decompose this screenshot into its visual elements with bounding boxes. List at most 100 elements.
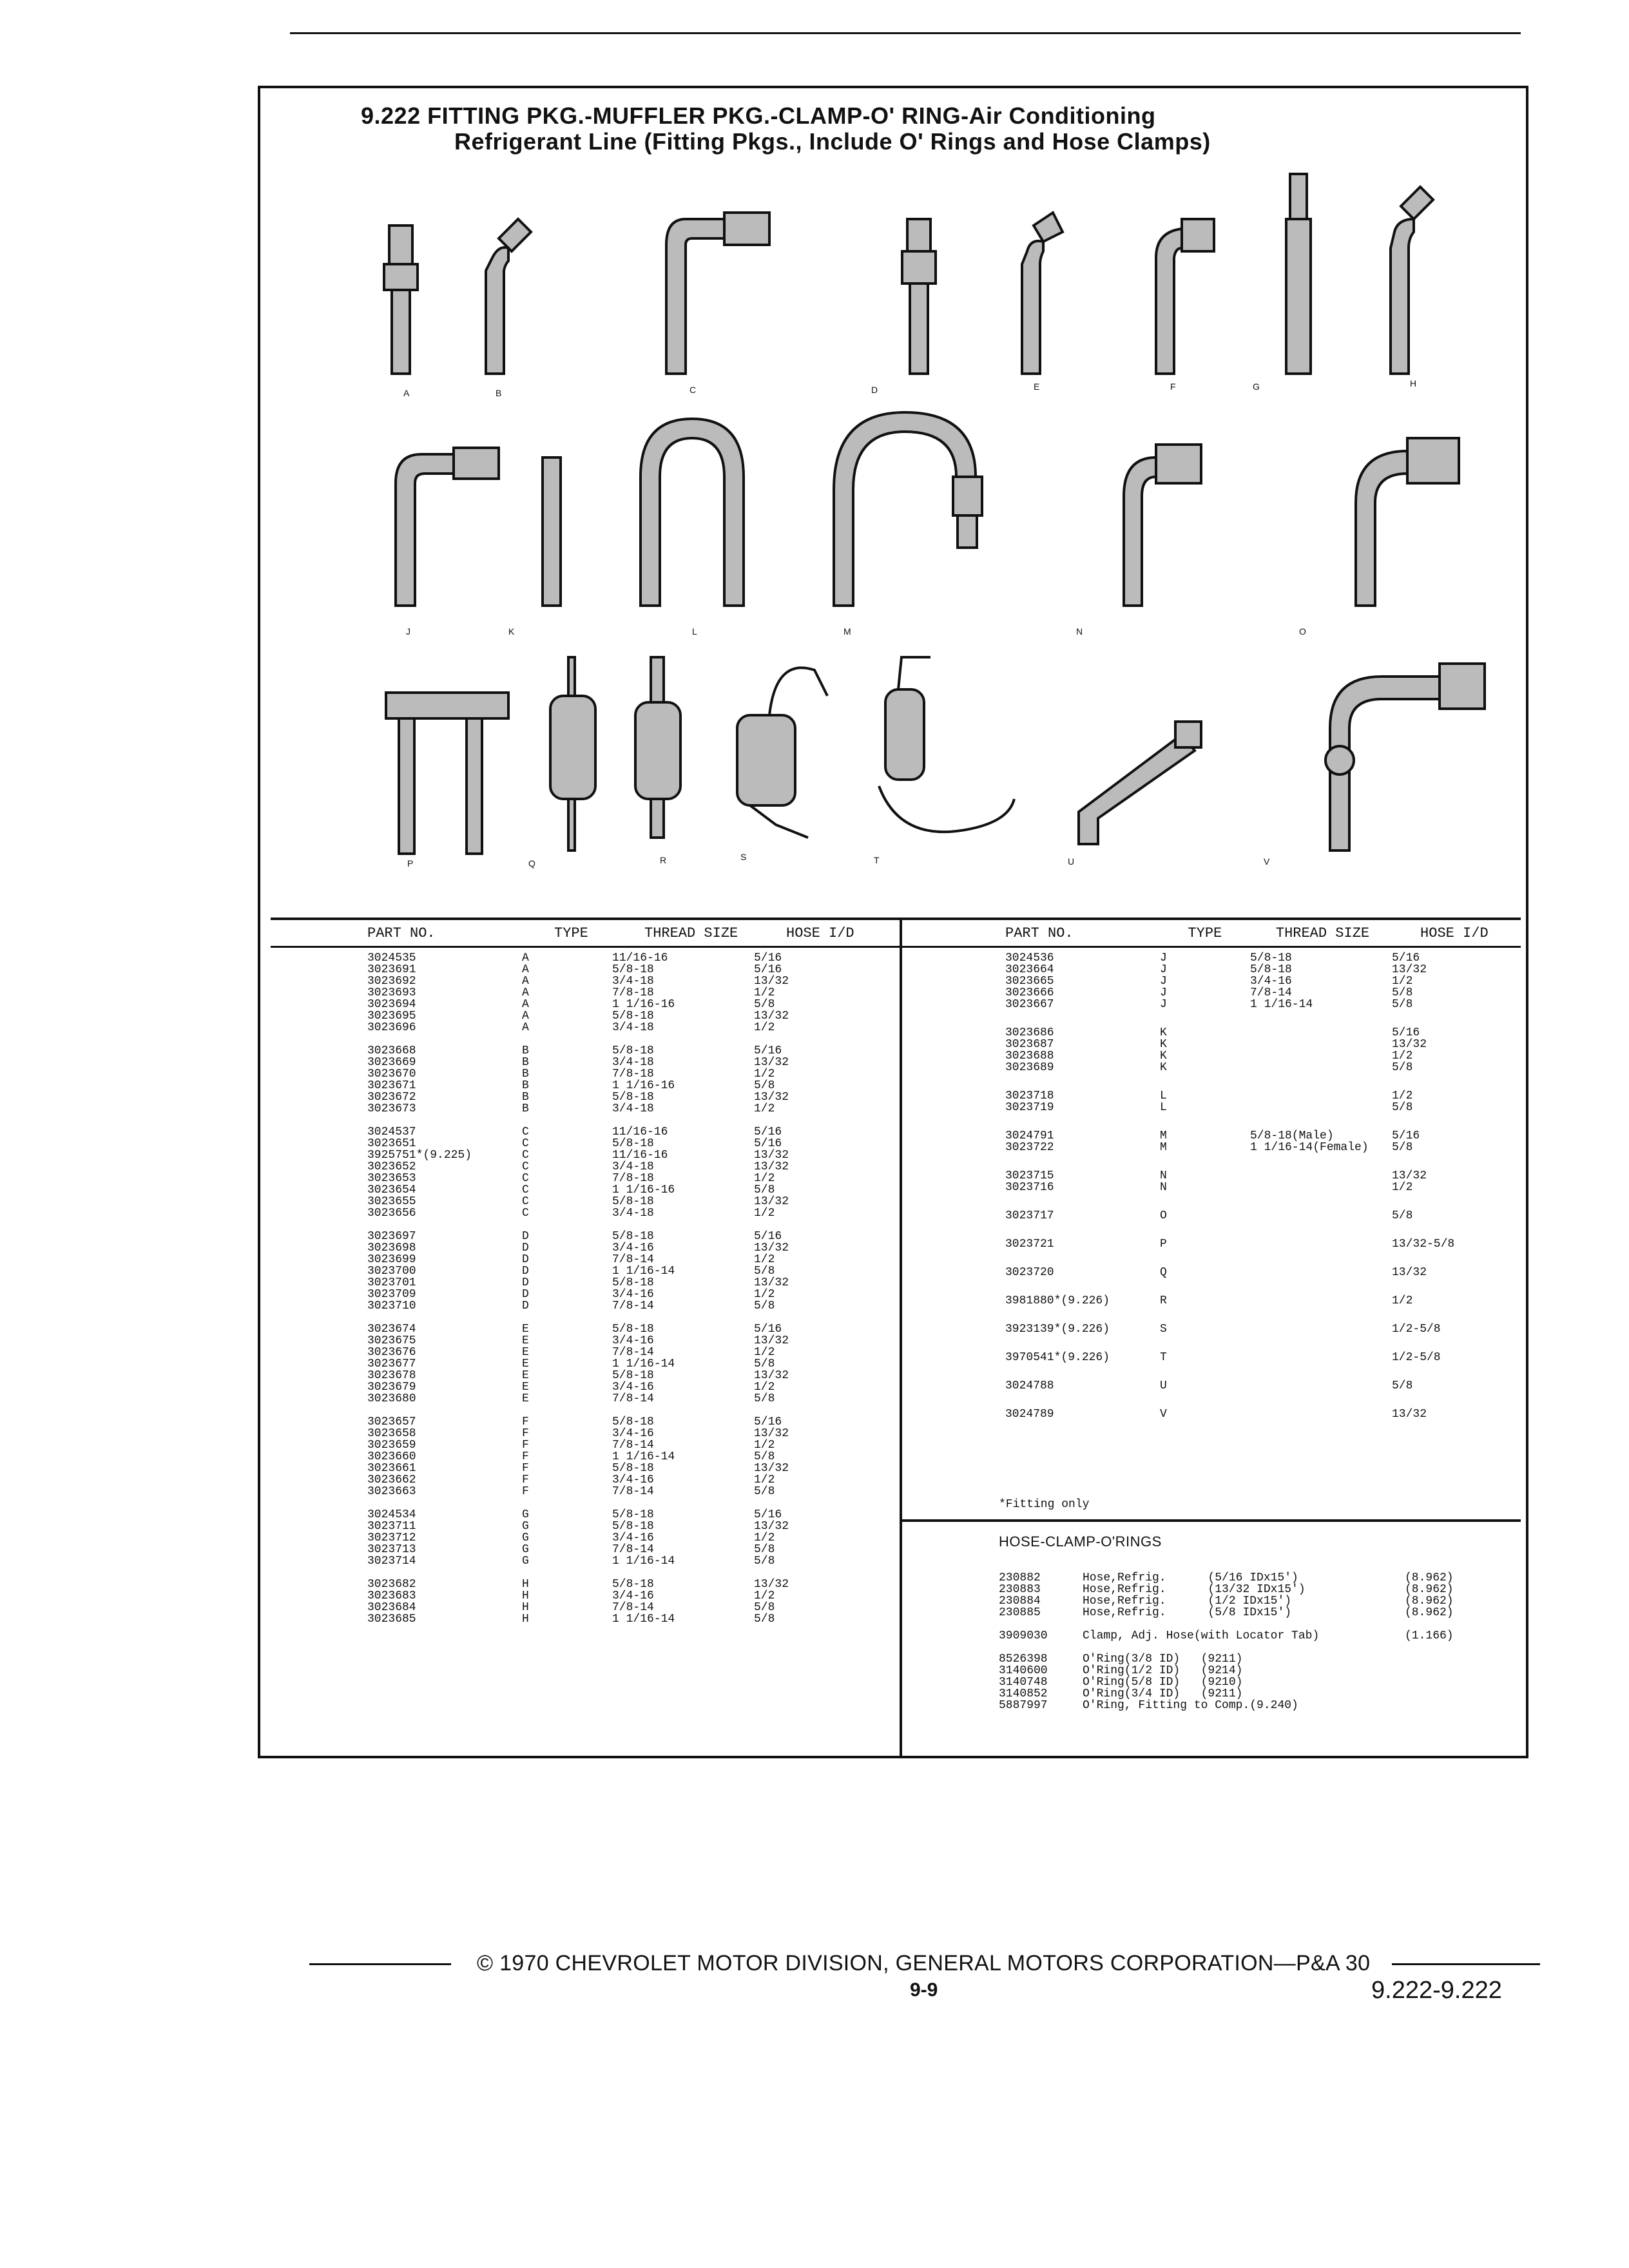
label-p: P (407, 858, 413, 869)
group-gap (1005, 1153, 1521, 1170)
thread-size: 5/8-18 (612, 1195, 654, 1208)
hose-id: 13/32-5/8 (1392, 1238, 1455, 1251)
label-h: H (1410, 378, 1416, 389)
thread-size: 7/8-14 (612, 1300, 654, 1312)
hose-id: 13/32 (754, 1010, 789, 1023)
part-number: 3023661 (367, 1462, 416, 1475)
type: O (1160, 1209, 1167, 1222)
type: V (1160, 1408, 1167, 1421)
type: C (522, 1160, 529, 1173)
thread-size: 5/8-18 (612, 1508, 654, 1521)
right-parts-table: PART NO. TYPE THREAD SIZE HOSE I/D 30245… (915, 920, 1521, 1437)
type: E (522, 1346, 529, 1359)
type: D (522, 1300, 529, 1312)
label-g: G (1253, 381, 1260, 392)
thread-size: 3/4-16 (612, 1381, 654, 1394)
type: A (522, 986, 529, 999)
part-number: 3140852 (999, 1687, 1048, 1700)
hose-id: 1/2 (754, 1474, 775, 1486)
part-number: 230882 (999, 1571, 1041, 1584)
hose-id: 5/8 (754, 1300, 775, 1312)
thread-size: 1 1/16-14 (1250, 998, 1313, 1011)
thread-size (1250, 1238, 1392, 1250)
hose-id: 5/16 (754, 1508, 782, 1521)
type: H (522, 1578, 529, 1591)
type: A (522, 963, 529, 976)
left-table-header: PART NO. TYPE THREAD SIZE HOSE I/D (284, 920, 889, 946)
thread-size: 7/8-18 (612, 1068, 654, 1081)
label-u: U (1068, 856, 1074, 867)
hose-id: 5/8 (1392, 986, 1413, 999)
table-header-rule (271, 946, 1521, 948)
hose-clamp-oring-title: HOSE-CLAMP-O'RINGS (999, 1533, 1162, 1550)
hose-id: 1/2 (1392, 1294, 1413, 1307)
hose-id: 5/8 (1392, 998, 1413, 1011)
group-gap (367, 1312, 889, 1323)
part-number: 230883 (999, 1583, 1041, 1596)
part-number: 5887997 (999, 1699, 1048, 1712)
hose-id: 1/2 (1392, 1090, 1413, 1102)
hose-id: 13/32 (1392, 1038, 1427, 1051)
hose-id: 1/2 (754, 1207, 775, 1220)
type: J (1160, 963, 1167, 976)
hose-id: 13/32 (754, 1369, 789, 1382)
type: R (1160, 1294, 1167, 1307)
group-gap (1005, 1010, 1521, 1027)
thread-size: 3/4-16 (612, 1288, 654, 1301)
fitting-l-icon (639, 417, 745, 607)
description: Hose,Refrig. (1/2 IDx15') (1083, 1595, 1292, 1608)
part-number: 3023654 (367, 1184, 416, 1196)
thread-size: 7/8-14 (612, 1543, 654, 1556)
part-number: 3023684 (367, 1601, 416, 1614)
fitting-h-icon (1389, 185, 1435, 375)
type: B (522, 1091, 529, 1104)
fitting-v-icon (1324, 662, 1486, 852)
description: Hose,Refrig. (13/32 IDx15') (1083, 1583, 1306, 1596)
part-number: 3023695 (367, 1010, 416, 1023)
reference: (1.166) (1405, 1629, 1454, 1642)
col-type: TYPE (1188, 925, 1222, 941)
col-thread-size: THREAD SIZE (1275, 925, 1370, 941)
type: G (522, 1520, 529, 1533)
thread-size: 3/4-16 (612, 1474, 654, 1486)
type: F (522, 1485, 529, 1498)
type: A (522, 998, 529, 1011)
hose-id: 5/8 (754, 1265, 775, 1278)
page-number: 9-9 (910, 1979, 938, 2001)
right-table-header: PART NO. TYPE THREAD SIZE HOSE I/D (915, 920, 1521, 946)
thread-size (1250, 1102, 1392, 1113)
hose-id: 5/8 (754, 1601, 775, 1614)
part-number: 3024535 (367, 952, 416, 965)
hose-id: 5/8 (754, 1450, 775, 1463)
thread-size (1250, 1050, 1392, 1062)
type: C (522, 1207, 529, 1220)
hose-id: 13/32 (754, 1462, 789, 1475)
type: N (1160, 1169, 1167, 1182)
type: H (522, 1613, 529, 1626)
group-gap (999, 1619, 1482, 1630)
type: A (522, 952, 529, 965)
part-number: 3024534 (367, 1508, 416, 1521)
type: J (1160, 975, 1167, 988)
hose-id: 5/8 (1392, 1141, 1413, 1154)
label-m: M (843, 626, 851, 637)
type: F (522, 1439, 529, 1452)
fitting-e-icon (1021, 211, 1065, 375)
part-number: 3023709 (367, 1288, 416, 1301)
reference (1405, 1688, 1482, 1700)
part-number: 3023721 (1005, 1238, 1054, 1251)
hose-id: 1/2-5/8 (1392, 1351, 1441, 1364)
label-f: F (1170, 381, 1176, 392)
hose-id: 5/8 (754, 998, 775, 1011)
right-section-rule (902, 1519, 1521, 1522)
